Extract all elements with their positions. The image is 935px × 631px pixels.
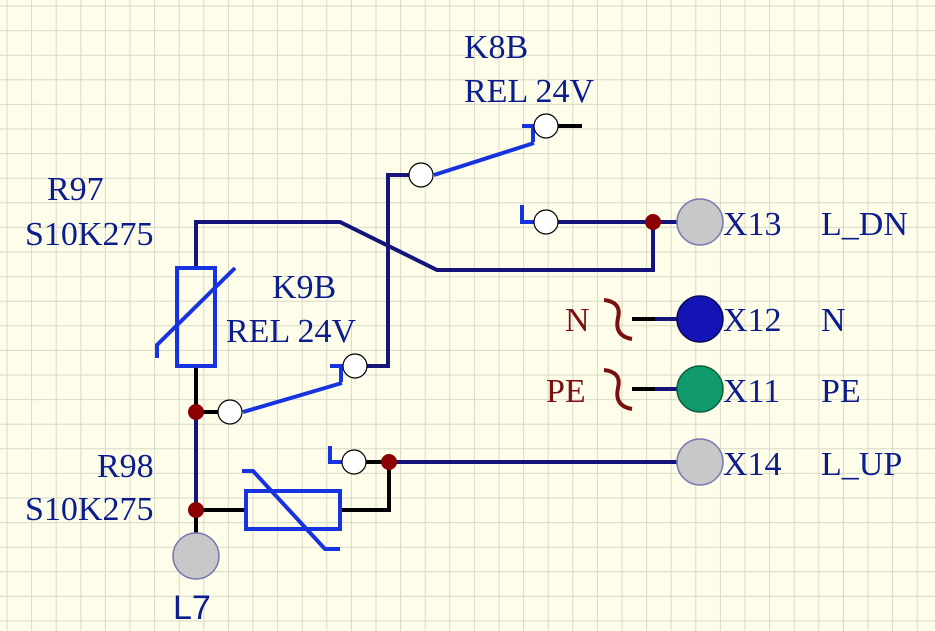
r98-slash xyxy=(242,469,340,551)
k8b-nc-stub xyxy=(520,205,534,224)
junction-r98-l7 xyxy=(188,502,204,518)
wire-r97-top xyxy=(194,220,702,272)
k9b-stub xyxy=(330,364,343,382)
x12-net-label: N xyxy=(821,302,846,339)
k8b-ref-label: K8B xyxy=(464,29,528,66)
relay-k9b-contact xyxy=(217,353,368,475)
k8b-terminal-nc xyxy=(533,209,559,235)
pe-port-symbol xyxy=(603,368,633,411)
k9b-terminal-com xyxy=(342,353,368,379)
x12-ref-label: X12 xyxy=(723,302,782,339)
x14-ref-label: X14 xyxy=(723,446,782,483)
r98-ref-label: R98 xyxy=(97,448,154,485)
pin-r98-right xyxy=(340,460,391,512)
n-port-symbol xyxy=(603,298,633,341)
k8b-value-label: REL 24V xyxy=(464,73,594,110)
r98-value-label: S10K275 xyxy=(25,491,153,528)
k9b-terminal-no xyxy=(217,399,243,425)
connector-x14-pad[interactable] xyxy=(676,438,724,486)
r97-slash xyxy=(155,266,237,358)
relay-k8b-contact xyxy=(408,113,559,235)
n-port-label: N xyxy=(565,302,590,339)
r97-value-label: S10K275 xyxy=(25,216,153,253)
k9b-terminal-nc xyxy=(341,449,367,475)
varistor-r97 xyxy=(155,266,237,368)
l7-ref-label: L7 xyxy=(173,589,211,627)
k8b-terminal-com xyxy=(533,113,559,139)
k8b-blade xyxy=(433,141,535,177)
pe-port-label: PE xyxy=(546,373,586,410)
varistor-r98 xyxy=(242,469,342,551)
junction-r97-k9b xyxy=(188,404,204,420)
k9b-blade xyxy=(242,381,343,414)
x11-net-label: PE xyxy=(821,373,861,410)
r98-body xyxy=(244,489,342,531)
k8b-terminal-no xyxy=(408,162,434,188)
connector-l7-pad[interactable] xyxy=(172,532,220,580)
wire-k9b-k8b xyxy=(366,173,422,368)
r97-ref-label: R97 xyxy=(47,171,104,208)
x11-ref-label: X11 xyxy=(723,373,780,410)
x13-ref-label: X13 xyxy=(723,206,782,243)
r97-body xyxy=(175,266,217,368)
junction-l-up xyxy=(381,454,397,470)
k8b-stub xyxy=(522,124,535,142)
k9b-ref-label: K9B xyxy=(272,269,336,306)
junctions xyxy=(188,214,661,518)
connector-x13-pad[interactable] xyxy=(676,198,724,246)
k9b-nc-stub xyxy=(328,446,342,464)
junction-l-dn xyxy=(645,214,661,230)
k9b-value-label: REL 24V xyxy=(226,313,356,350)
x13-net-label: L_DN xyxy=(821,206,908,243)
x14-net-label: L_UP xyxy=(821,446,902,483)
connector-x11-pad[interactable] xyxy=(676,365,724,413)
connector-x12-pad[interactable] xyxy=(676,295,724,343)
